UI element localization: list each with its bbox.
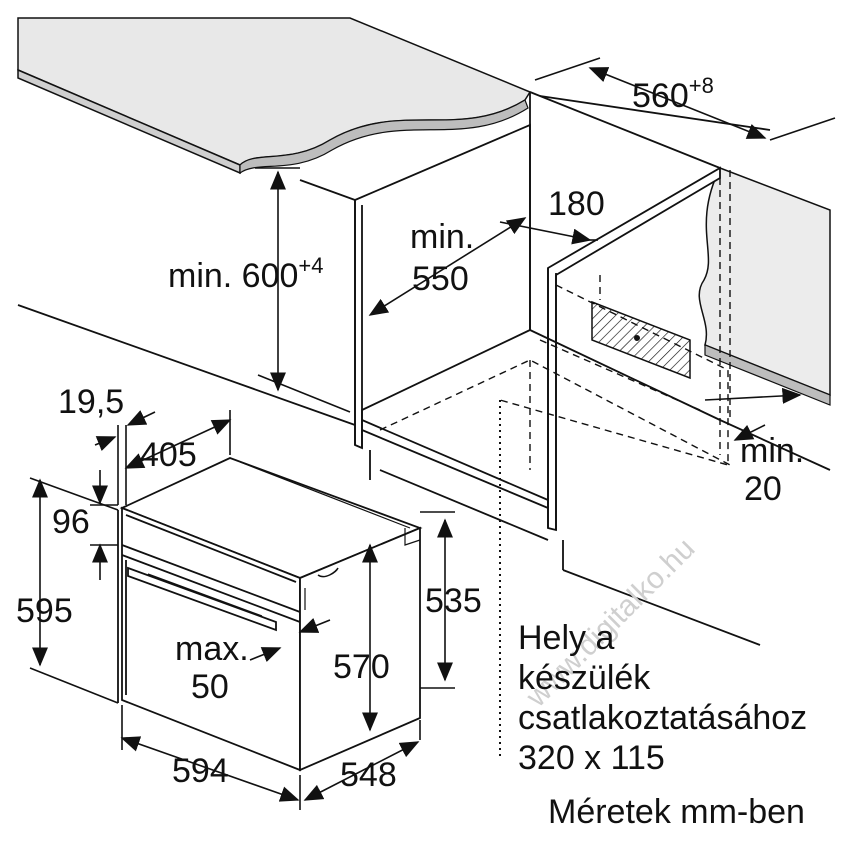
dim-handle-value: 50: [191, 668, 229, 706]
hidden-lines: [379, 170, 731, 470]
connection-note: Hely a készülék csatlakoztatásához 320 x…: [518, 618, 807, 778]
dim-front-width: 594: [172, 752, 229, 790]
dimension-lines: [29, 57, 836, 810]
countertop: [17, 17, 532, 175]
dim-body-height-570: 570: [333, 648, 390, 686]
connection-note-line-4: 320 x 115: [518, 739, 665, 777]
dim-clearance-180: 180: [548, 185, 605, 223]
connection-note-line-3: csatlakoztatásához: [518, 699, 808, 737]
dim-body-depth: 548: [340, 756, 397, 794]
dim-handle-max: max.: [175, 630, 249, 668]
dim-top-offset: 96: [52, 503, 90, 541]
dim-niche-depth-min: min.: [410, 218, 474, 256]
units-note: Méretek mm-ben: [548, 793, 805, 831]
dim-door-depth: 405: [140, 436, 197, 474]
dim-side-gap-min: min.: [740, 432, 804, 470]
connection-note-line-1: Hely a: [518, 619, 615, 657]
oven: [117, 457, 423, 772]
dim-body-height-535: 535: [425, 582, 482, 620]
dim-front-offset: 19,5: [58, 383, 124, 421]
right-wall: [698, 167, 831, 406]
dim-side-gap-value: 20: [744, 470, 782, 508]
dim-niche-height: min. 600+4: [168, 253, 324, 295]
connection-area: [591, 300, 691, 380]
dim-niche-width: 560+8: [632, 73, 714, 115]
dim-total-height: 595: [16, 592, 73, 630]
connection-note-line-2: készülék: [518, 659, 651, 697]
dim-niche-depth-value: 550: [412, 260, 469, 298]
